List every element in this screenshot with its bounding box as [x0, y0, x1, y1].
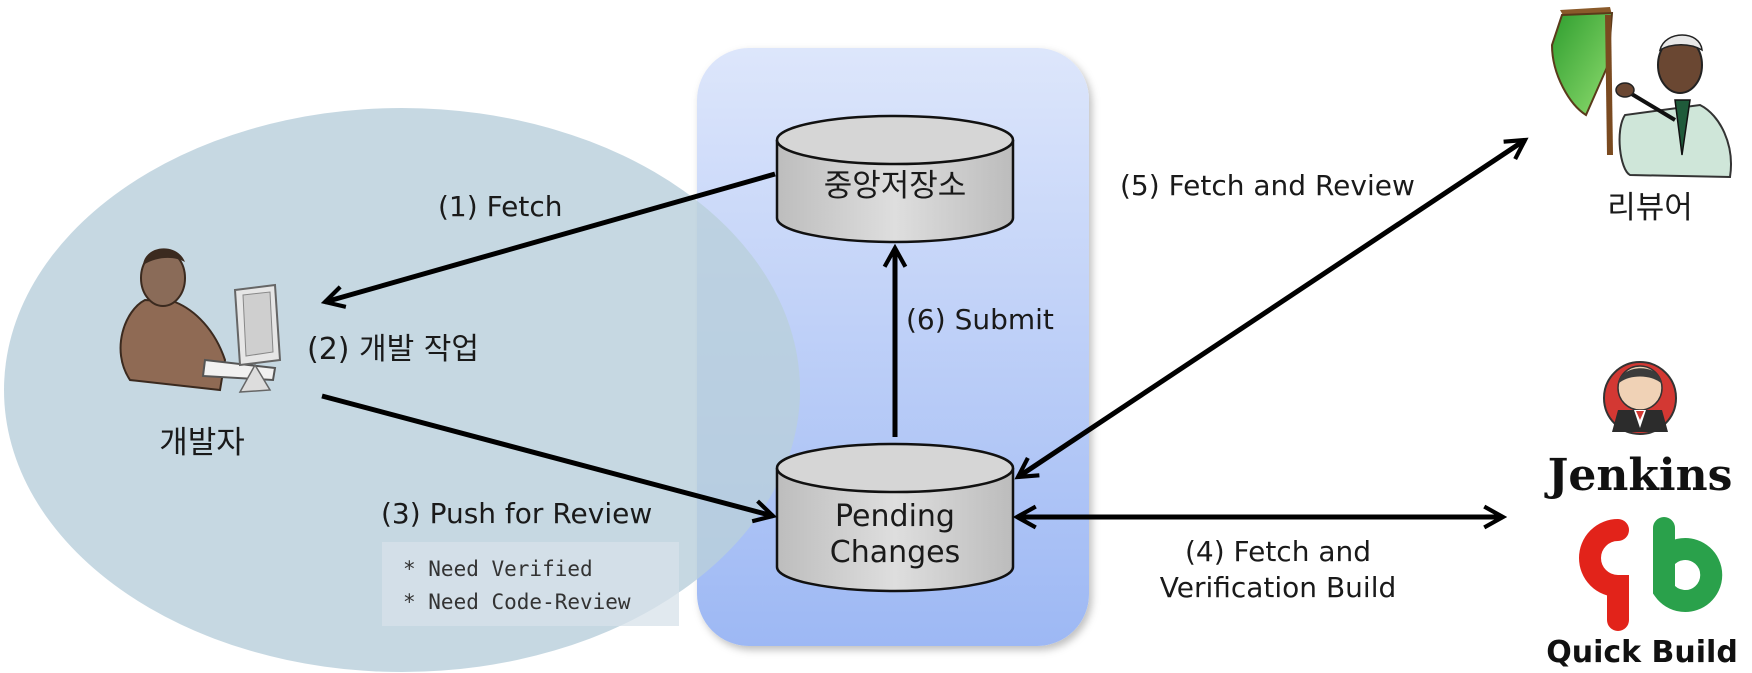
quickbuild-logo-icon — [1579, 517, 1723, 631]
push-notes-box — [382, 542, 679, 626]
jenkins-logo-icon — [1603, 361, 1677, 435]
step-review-label: (5) Fetch and Review — [1120, 169, 1415, 202]
fetch-arrow — [325, 171, 776, 302]
push-note-verified: * Need Verified — [403, 557, 593, 581]
step-develop-label: (2) 개발 작업 — [307, 332, 479, 367]
central-repository-label: 중앙저장소 — [824, 168, 967, 204]
reviewer-icon — [1550, 7, 1732, 179]
jenkins-label: Jenkins — [1544, 450, 1733, 501]
step-verify-label-line1: (4) Fetch and — [1185, 535, 1371, 568]
developer-icon — [119, 248, 282, 393]
step-fetch-label: (1) Fetch — [438, 190, 562, 223]
review-arrow — [1018, 140, 1525, 477]
quickbuild-label: Quick Build — [1546, 635, 1738, 670]
step-push-label: (3) Push for Review — [381, 497, 652, 530]
central-repository: 중앙저장소 — [775, 114, 1015, 244]
pending-changes-label-line1: Pending — [835, 499, 955, 534]
pending-changes-repository: Pending Changes — [775, 442, 1015, 593]
developer-zone — [4, 108, 800, 672]
reviewer-label: 리뷰어 — [1607, 190, 1693, 226]
step-submit-label: (6) Submit — [906, 303, 1054, 336]
push-arrow — [321, 393, 773, 516]
developer-label: 개발자 — [159, 425, 245, 461]
step-verify-label-line2: Verification Build — [1160, 571, 1397, 604]
push-note-code-review: * Need Code-Review — [403, 590, 631, 614]
pending-changes-label-line2: Changes — [830, 535, 961, 570]
